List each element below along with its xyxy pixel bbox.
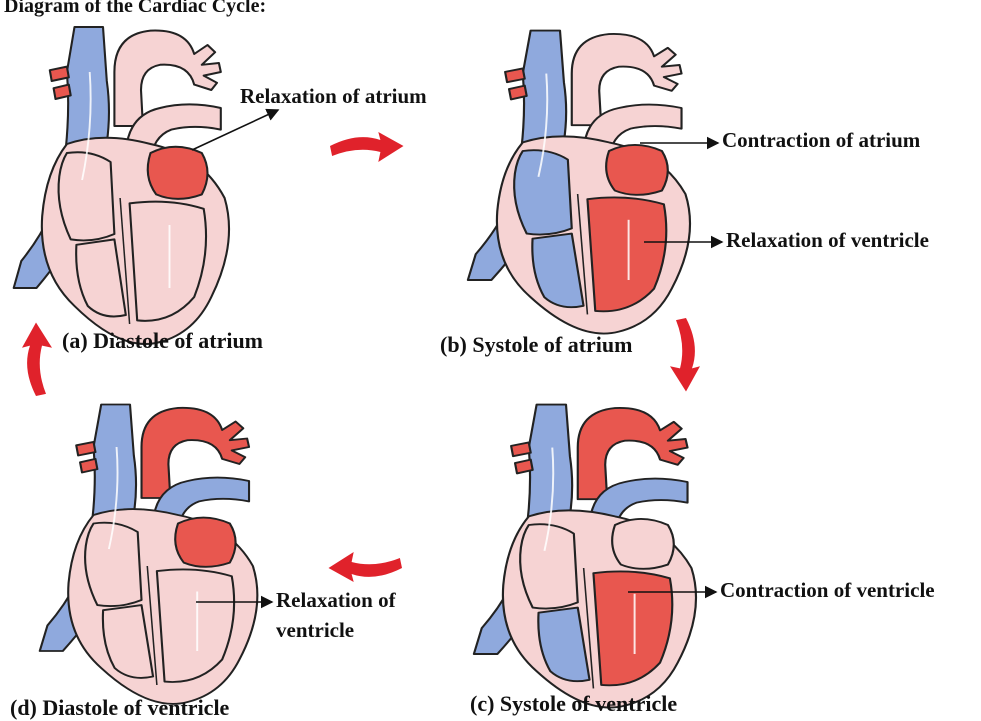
label-relaxation-of-atrium: Relaxation of atrium	[240, 84, 427, 108]
cycle-arrow-c-to-d	[329, 552, 403, 582]
label-relaxation-of-ventricle-b: Relaxation of ventricle	[726, 228, 929, 252]
caption-c: (c) Systole of ventricle	[470, 691, 677, 716]
cycle-arrow-a-to-b	[330, 132, 404, 162]
header-fragment: Diagram of the Cardiac Cycle:	[4, 0, 266, 17]
heart-panel-c	[474, 405, 696, 708]
label-relaxation-of-d-line2: ventricle	[276, 618, 354, 642]
heart-panel-d	[40, 405, 258, 704]
label-contraction-of-ventricle: Contraction of ventricle	[720, 578, 935, 602]
caption-d: (d) Diastole of ventricle	[10, 695, 230, 720]
caption-b: (b) Systole of atrium	[440, 332, 632, 357]
caption-a: (a) Diastole of atrium	[62, 328, 263, 353]
label-contraction-of-atrium: Contraction of atrium	[722, 128, 921, 152]
cycle-arrow-d-to-a	[22, 323, 52, 397]
heart-panel-b	[468, 31, 690, 334]
label-relaxation-of-d-line1: Relaxation of	[276, 588, 397, 612]
cycle-arrow-b-to-c	[670, 318, 700, 392]
heart-panel-a	[14, 27, 229, 344]
